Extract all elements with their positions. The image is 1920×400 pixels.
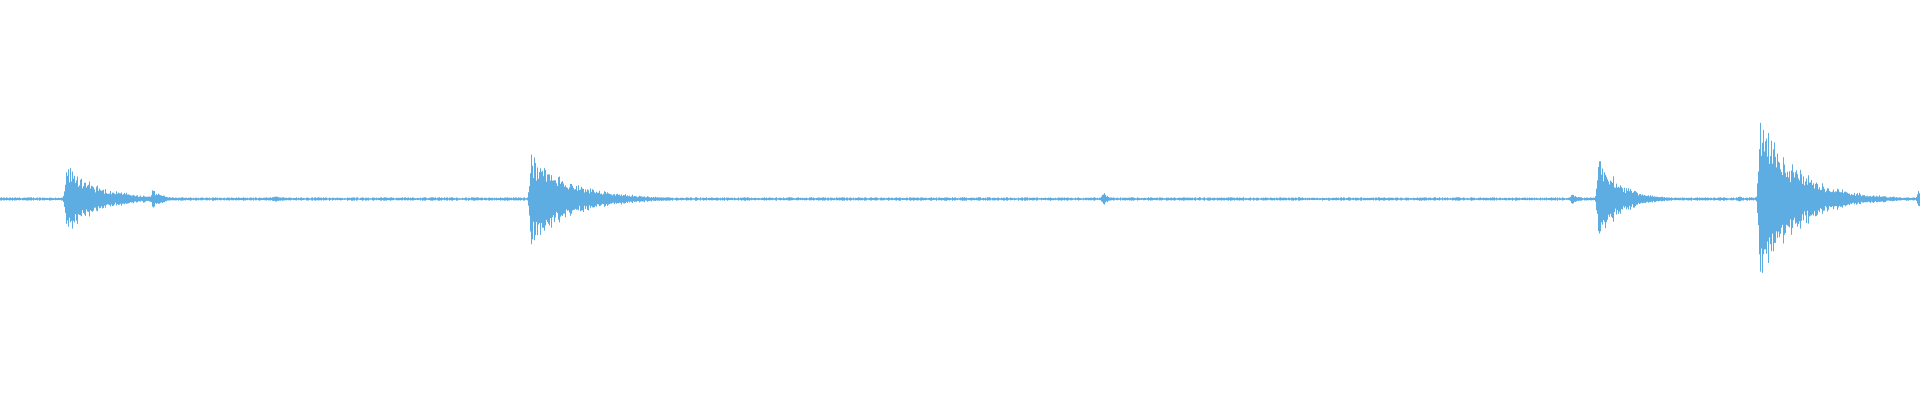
waveform-trace [0, 122, 1920, 273]
